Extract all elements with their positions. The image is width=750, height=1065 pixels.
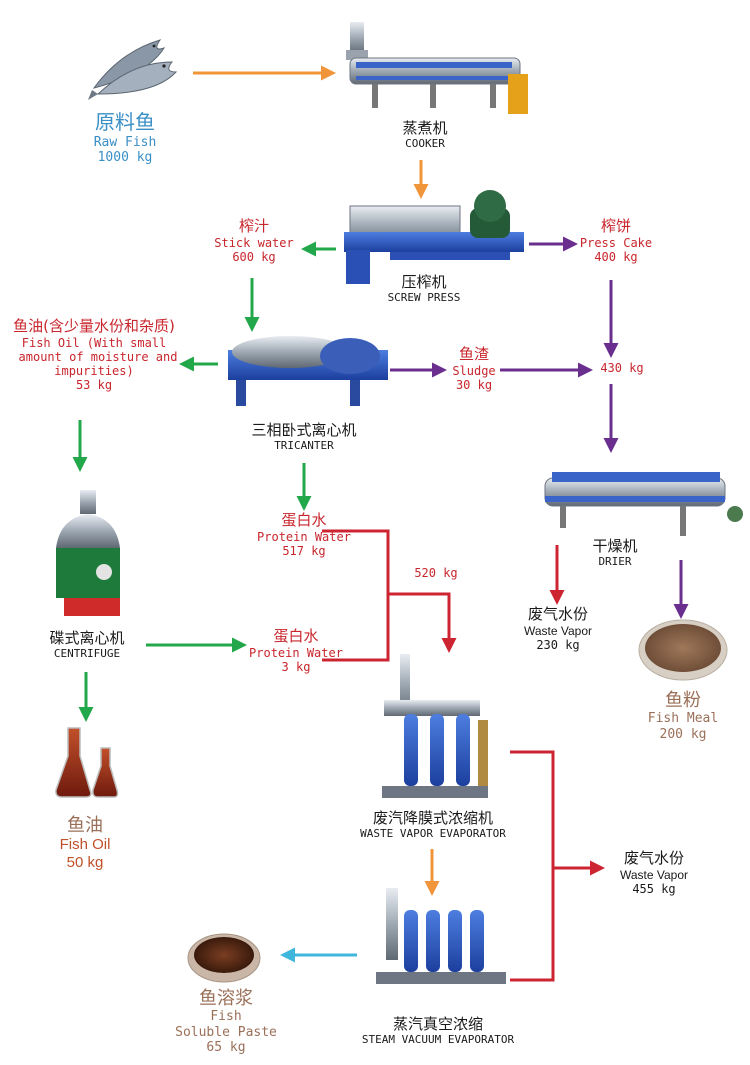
fish-meal-label: 鱼粉 Fish Meal 200 kg [638,690,728,742]
drier-zh: 干燥机 [592,537,638,555]
drier-machine-icon [544,472,743,536]
fish-oil-mix-en-2: amount of moisture and [18,349,178,364]
cooker-en: COOKER [405,136,445,150]
sludge-zh: 鱼渣 [458,345,489,363]
waste-vapor-evaporator-en: WASTE VAPOR EVAPORATOR [360,826,506,840]
waste-vapor-230-en: Waste Vapor [523,623,593,638]
waste-vapor-455-qty: 455 kg [632,881,676,896]
fish-soluble-paste-en-2: Soluble Paste [175,1024,277,1040]
vacuum-evaporator-icon [376,888,506,984]
waste-vapor-230-label: 废气水份 Waste Vapor 230 kg [508,605,608,652]
waste-vapor-455-zh: 废气水份 [623,849,684,867]
screw-press-machine-icon [344,190,524,284]
line-evaporators-vapor [510,750,555,982]
protein-water-517-qty: 517 kg [282,543,326,558]
raw-fish-zh: 原料鱼 [95,110,155,134]
fish-meal-qty: 200 kg [659,726,707,742]
tricanter-machine-icon [228,336,388,406]
screw-press-en: SCREW PRESS [387,290,461,304]
fish-icon [88,39,178,100]
raw-fish-en: Raw Fish [93,134,157,150]
screw-press-label: 压榨机 SCREW PRESS [372,273,476,305]
stick-water-qty: 600 kg [232,249,276,264]
press-cake-qty: 400 kg [594,249,638,264]
protein-water-517-zh: 蛋白水 [281,511,327,529]
protein-water-3-label: 蛋白水 Protein Water 3 kg [240,627,352,674]
fish-oil-en: Fish Oil [59,836,111,854]
combined-430-label: 430 kg [600,361,644,375]
centrifuge-zh: 碟式离心机 [49,629,125,647]
waste-vapor-evaporator-label: 废汽降膜式浓缩机 WASTE VAPOR EVAPORATOR [352,809,514,841]
fish-soluble-paste-en-1: Fish [210,1009,242,1025]
steam-vacuum-evaporator-zh: 蒸汽真空浓缩 [392,1015,483,1033]
fish-oil-mix-qty: 53 kg [75,378,113,393]
fish-meal-dish-icon [638,619,728,681]
steam-vacuum-evaporator-label: 蒸汽真空浓缩 STEAM VACUUM EVAPORATOR [352,1015,524,1047]
raw-fish-qty: 1000 kg [97,149,153,165]
tricanter-en: TRICANTER [274,438,334,452]
fish-oil-mix-en-1: Fish Oil (With small [21,335,167,350]
stick-water-en: Stick water [214,235,294,250]
drier-label: 干燥机 DRIER [582,537,648,569]
raw-fish-label: 原料鱼 Raw Fish 1000 kg [80,110,170,165]
paste-dish-icon [187,933,261,983]
sludge-en: Sludge [452,363,496,378]
fish-oil-mix-zh: 鱼油(含少量水份和杂质) [13,317,175,335]
centrifuge-machine-icon [56,490,120,616]
sludge-qty: 30 kg [455,377,493,392]
cooker-label: 蒸煮机 COOKER [380,119,470,151]
fish-oil-zh: 鱼油 [67,815,103,836]
fish-oil-mix-label: 鱼油(含少量水份和杂质) Fish Oil (With small amount… [0,317,188,393]
protein-water-3-qty: 3 kg [281,659,311,674]
fish-meal-en: Fish Meal [647,711,719,727]
cooker-zh: 蒸煮机 [402,119,448,137]
screw-press-zh: 压榨机 [401,273,447,291]
protein-water-3-en: Protein Water [249,645,343,660]
waste-vapor-455-en: Waste Vapor [619,867,689,882]
stick-water-label: 榨汁 Stick water 600 kg [204,217,304,264]
fish-soluble-paste-label: 鱼溶浆 Fish Soluble Paste 65 kg [168,988,284,1055]
falling-film-evaporator-icon [382,654,488,798]
waste-vapor-455-label: 废气水份 Waste Vapor 455 kg [604,849,704,896]
fish-soluble-paste-qty: 65 kg [206,1039,246,1055]
oil-flask-icon [55,727,119,798]
fish-oil-label: 鱼油 Fish Oil 50 kg [40,815,130,872]
sludge-label: 鱼渣 Sludge 30 kg [445,345,503,392]
protein-water-517-label: 蛋白水 Protein Water 517 kg [244,511,364,558]
fish-soluble-paste-zh: 鱼溶浆 [199,988,253,1009]
press-cake-label: 榨饼 Press Cake 400 kg [571,217,661,264]
press-cake-en: Press Cake [579,235,653,250]
drier-en: DRIER [598,554,632,568]
tricanter-zh: 三相卧式离心机 [251,421,357,439]
cooker-machine-icon [346,22,528,114]
fish-oil-mix-en-3: impurities) [54,364,134,378]
press-cake-zh: 榨饼 [600,217,631,235]
stick-water-zh: 榨汁 [238,217,269,235]
protein-water-3-zh: 蛋白水 [273,627,319,645]
steam-vacuum-evaporator-en: STEAM VACUUM EVAPORATOR [361,1032,515,1046]
waste-vapor-230-qty: 230 kg [536,637,580,652]
combined-520-label: 520 kg [414,566,458,580]
tricanter-label: 三相卧式离心机 TRICANTER [238,421,370,453]
waste-vapor-evaporator-zh: 废汽降膜式浓缩机 [372,809,493,827]
arrow-merge-to-evaporator [388,592,457,653]
centrifuge-label: 碟式离心机 CENTRIFUGE [30,629,144,661]
fish-meal-zh: 鱼粉 [665,690,701,711]
protein-water-517-en: Protein Water [257,529,351,544]
centrifuge-en: CENTRIFUGE [53,646,121,660]
waste-vapor-230-zh: 废气水份 [527,605,588,623]
fish-oil-qty: 50 kg [66,853,104,871]
